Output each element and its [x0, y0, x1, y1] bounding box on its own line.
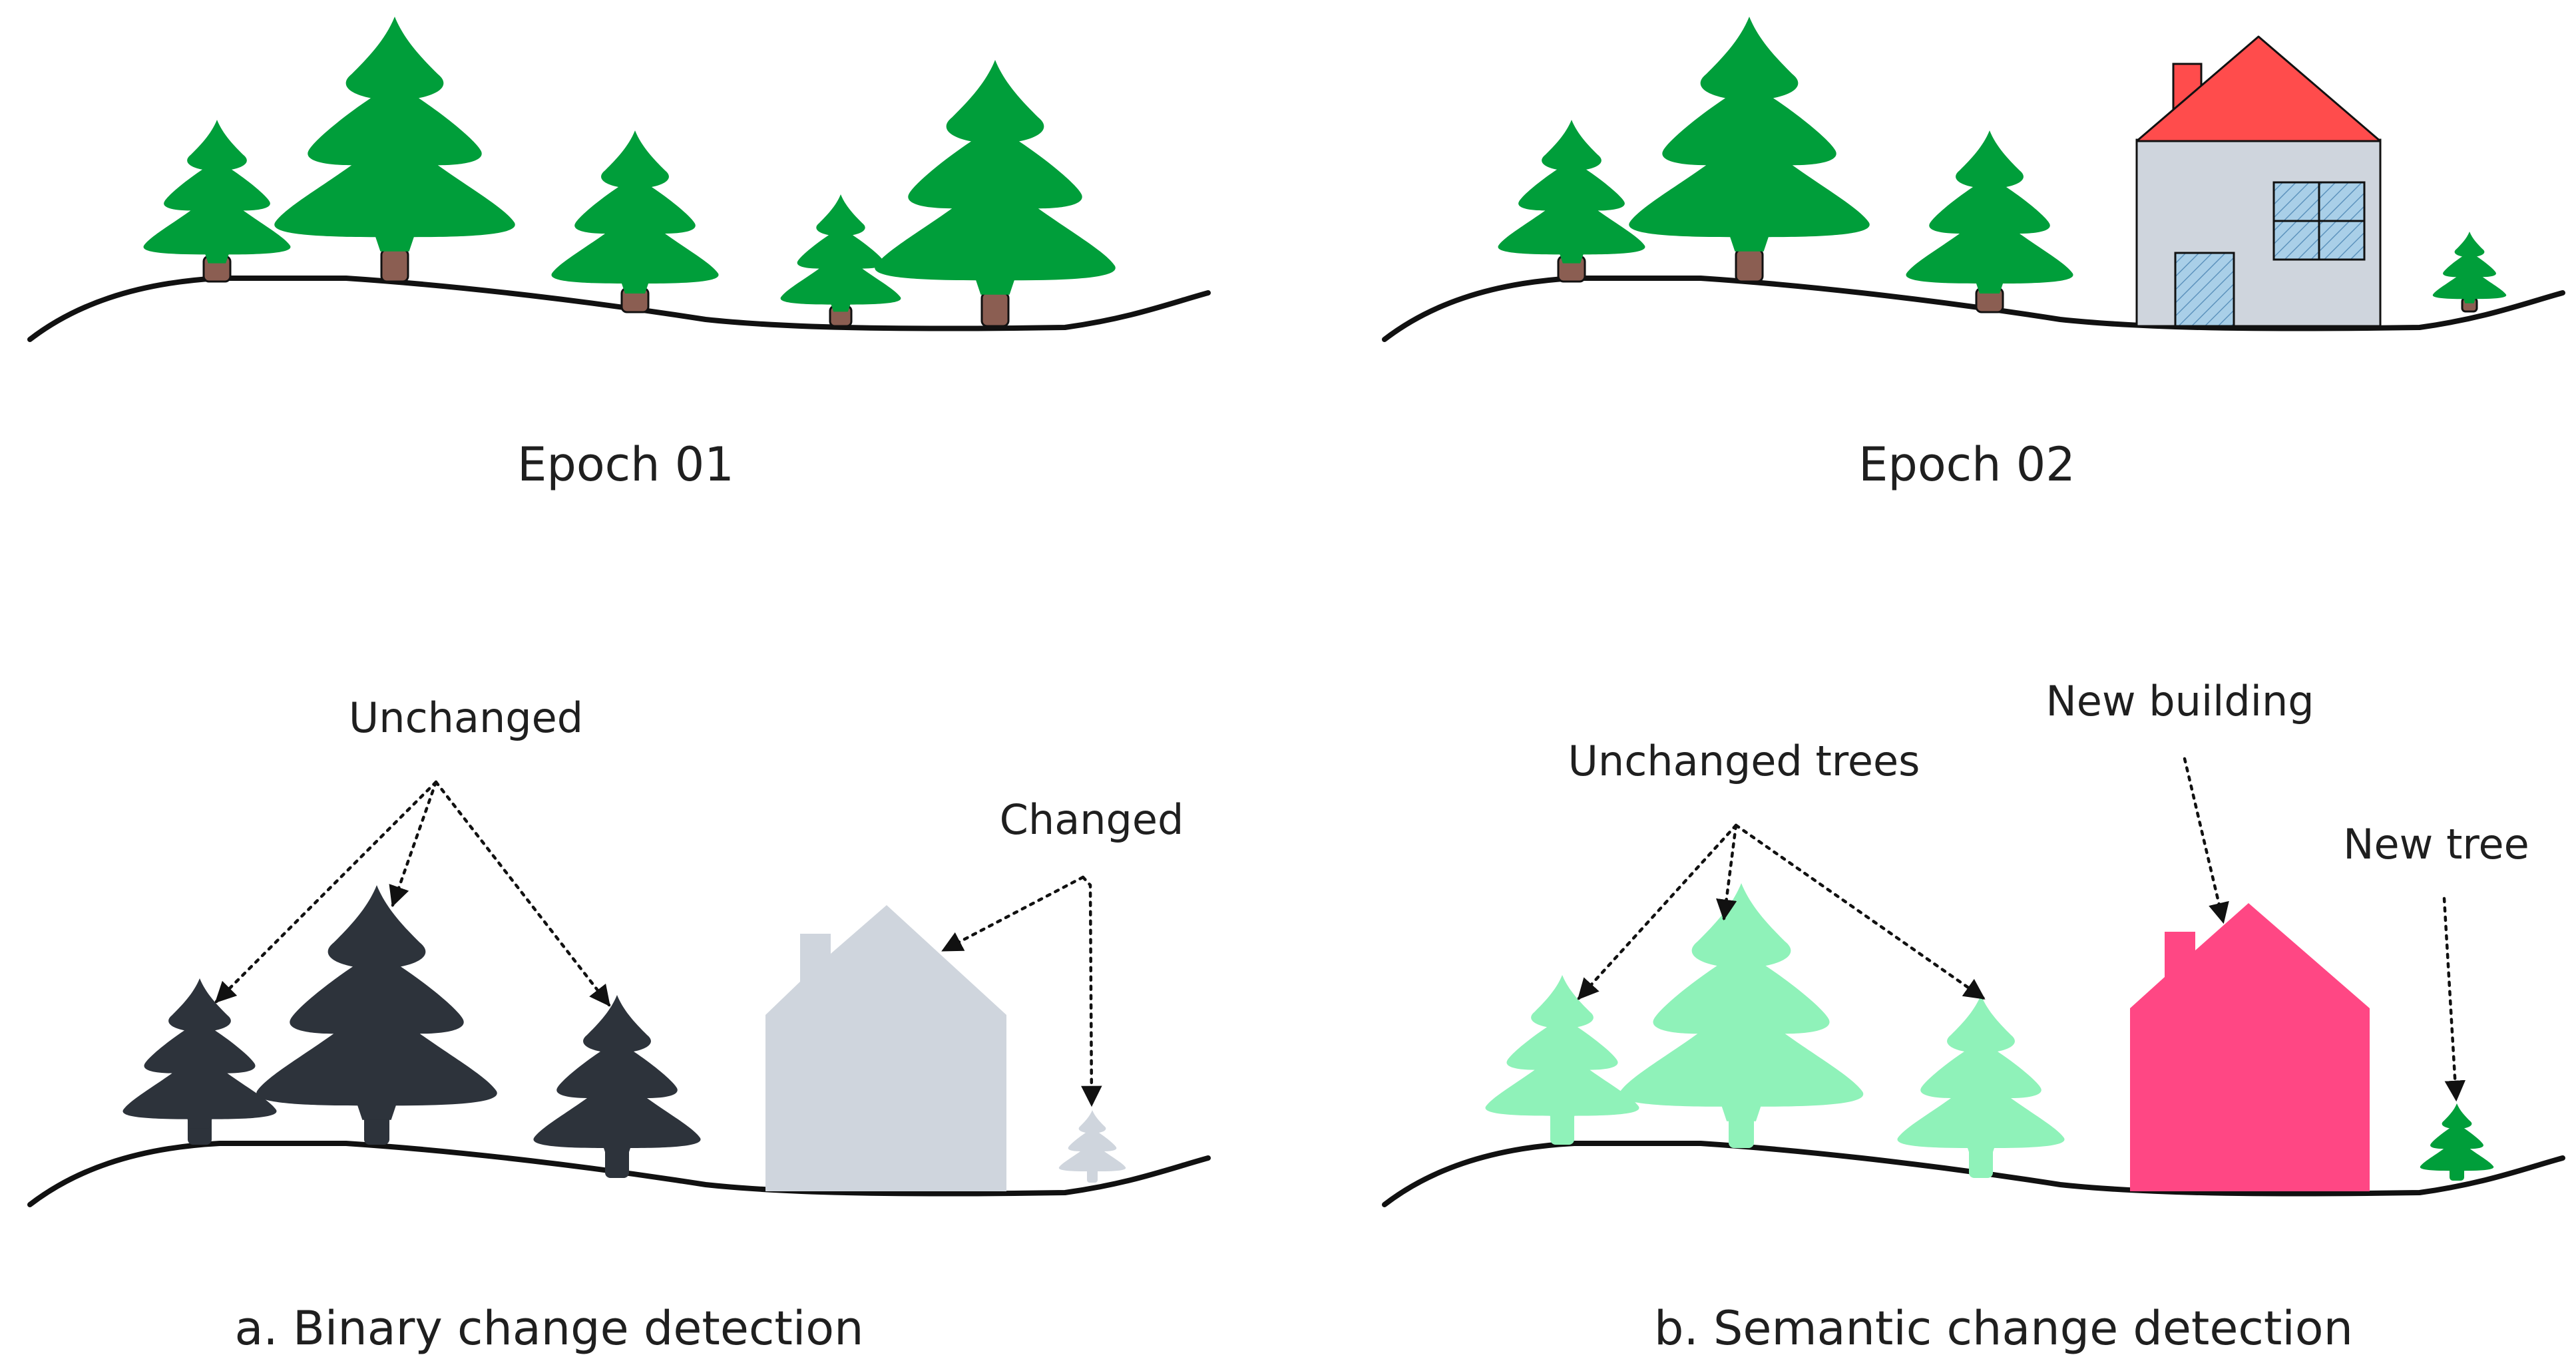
house-window — [2272, 181, 2366, 261]
arrow — [941, 875, 1085, 952]
arrow — [389, 780, 438, 907]
unchanged-tree — [1897, 995, 2065, 1178]
tree — [1906, 130, 2073, 313]
tree — [2432, 232, 2507, 313]
panel-semantic-change-detection: Unchanged trees New building New tree b.… — [1382, 677, 2565, 1356]
label-new-building: New building — [2045, 677, 2314, 725]
panel-binary-change-detection: Unchanged Changed a. Binary change detec… — [27, 693, 1211, 1356]
arrow — [2442, 896, 2466, 1102]
arrow — [1734, 823, 1986, 1000]
changed-tree — [1058, 1110, 1126, 1183]
arrow — [1081, 875, 1102, 1107]
label-unchanged-trees: Unchanged trees — [1568, 737, 1920, 785]
unchanged-tree — [122, 978, 277, 1145]
tree — [875, 60, 1116, 327]
label-new-tree: New tree — [2343, 820, 2529, 869]
unchanged-tree — [256, 885, 497, 1145]
unchanged-tree — [533, 995, 701, 1178]
tree — [274, 17, 515, 283]
arrow — [1715, 823, 1738, 921]
panel-epoch-02: Epoch 02 — [1382, 17, 2565, 492]
changed-building — [765, 905, 1006, 1191]
tree — [1629, 17, 1870, 283]
unchanged-tree — [1619, 883, 1864, 1148]
new-tree — [2420, 1103, 2494, 1181]
caption-epoch-02: Epoch 02 — [1858, 437, 2075, 492]
ground-line — [1382, 276, 2565, 342]
label-changed: Changed — [1000, 795, 1184, 844]
arrow — [434, 780, 611, 1007]
ground-line — [27, 1141, 1211, 1207]
caption-binary-change-detection: a. Binary change detection — [234, 1301, 863, 1356]
panel-epoch-01: Epoch 01 — [27, 17, 1211, 492]
house-roof — [2135, 35, 2382, 142]
tree — [143, 120, 291, 283]
new-building — [2130, 903, 2370, 1191]
caption-semantic-change-detection: b. Semantic change detection — [1654, 1301, 2353, 1356]
caption-epoch-01: Epoch 01 — [517, 437, 734, 492]
house — [2135, 35, 2382, 327]
tree — [1498, 120, 1645, 283]
unchanged-tree — [1485, 975, 1639, 1145]
annotation-arrows — [1577, 757, 2466, 1102]
ground-line — [27, 276, 1211, 342]
tree — [551, 130, 719, 313]
annotation-arrows — [214, 780, 1102, 1107]
arrow — [1577, 823, 1738, 1000]
arrow — [2183, 757, 2229, 924]
house-door — [2174, 252, 2235, 327]
tree — [780, 194, 901, 327]
ground-line — [1382, 1141, 2565, 1207]
label-unchanged: Unchanged — [349, 693, 583, 742]
